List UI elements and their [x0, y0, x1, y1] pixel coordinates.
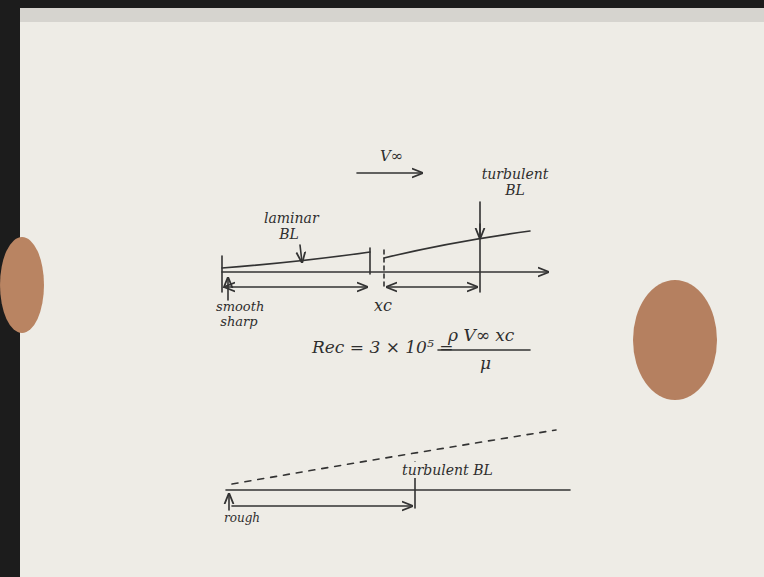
- equation-numerator: ρ V∞ xc: [446, 326, 516, 346]
- region-label: laminar BL: [262, 210, 316, 242]
- velocity-label: V∞: [378, 148, 405, 165]
- equation: Rec = 3 × 10⁵ =: [310, 338, 455, 358]
- region-label: turbulent BL: [478, 166, 552, 198]
- finger: [633, 280, 717, 400]
- edge-note: smooth sharp: [214, 300, 264, 330]
- finger: [0, 237, 44, 333]
- paper: [20, 8, 764, 577]
- dimension-label: xc: [372, 297, 394, 315]
- edge-note: rough: [222, 512, 262, 526]
- region-label: turbulent BL: [400, 462, 495, 478]
- equation-denominator: μ: [478, 354, 493, 374]
